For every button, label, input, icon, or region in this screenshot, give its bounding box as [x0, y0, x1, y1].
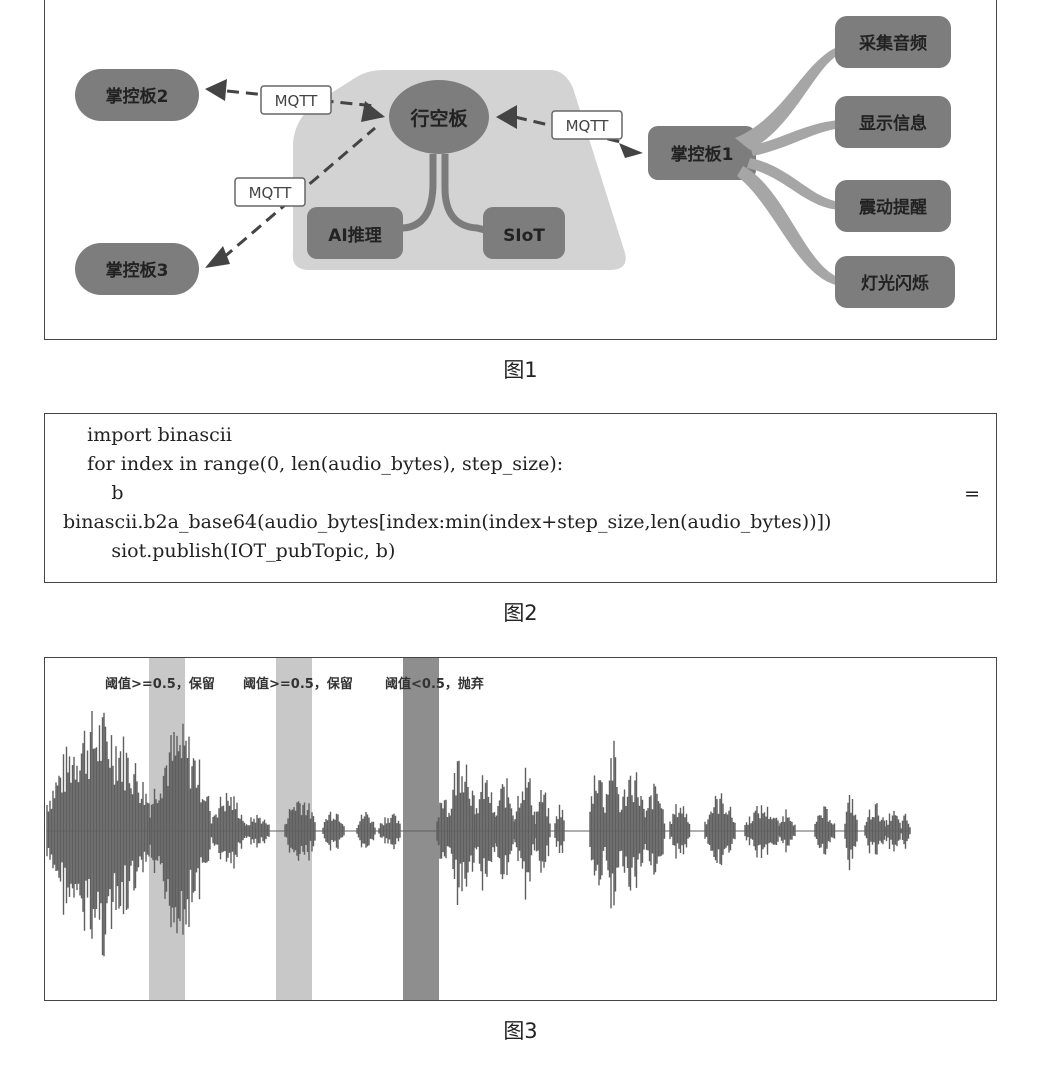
board1-node [648, 126, 756, 180]
code-line-5: siot.publish(IOT_pubTopic, b) [63, 540, 396, 562]
threshold-label-2: 阈值>=0.5，保留 [243, 676, 353, 692]
figure3-frame: 阈值>=0.5，保留 阈值>=0.5，保留 阈值<0.5，抛弃 [44, 657, 997, 1001]
figure1-frame: 行空板 AI推理 SIoT 掌控板2 掌控板3 掌控板1 采集音频 显示信息 震… [44, 0, 997, 340]
hub-label: 行空板 [409, 107, 468, 130]
mqtt-label-2: MQTT [249, 184, 293, 202]
hub-node [389, 80, 489, 154]
function-label-display-info: 显示信息 [859, 113, 927, 134]
mqtt-label-1: MQTT [275, 92, 319, 110]
figure3-caption: 图3 [503, 1019, 538, 1043]
board1-label: 掌控板1 [671, 144, 734, 165]
board1-function-branches [735, 46, 840, 286]
code-line-1: import binascii [63, 424, 232, 446]
figure1-caption: 图1 [503, 358, 538, 382]
board2-label: 掌控板2 [106, 86, 169, 107]
hub-branch-siot [441, 154, 486, 234]
code-line-3: b [63, 482, 124, 504]
function-node-light-flash [835, 256, 955, 308]
audio-waveform [46, 711, 911, 957]
hub-branch-ai [394, 154, 437, 234]
function-label-vibration: 震动提醒 [858, 198, 927, 218]
function-node-capture-audio [835, 16, 951, 68]
siot-label: SIoT [503, 226, 545, 246]
mqtt-label-box-3 [551, 110, 623, 140]
waveform-chart: 阈值>=0.5，保留 阈值>=0.5，保留 阈值<0.5，抛弃 [46, 658, 911, 1000]
arrowhead-board2 [205, 79, 227, 101]
code-line-4: binascii.b2a_base64(audio_bytes[index:mi… [63, 511, 832, 533]
figure2-code-frame: import binascii for index in range(0, le… [44, 413, 997, 583]
function-node-display-info [835, 96, 951, 148]
architecture-diagram: 行空板 AI推理 SIoT 掌控板2 掌控板3 掌控板1 采集音频 显示信息 震… [75, 16, 955, 308]
threshold-label-3: 阈值<0.5，抛弃 [385, 676, 484, 692]
discard-band [403, 658, 439, 1000]
connector-board2-hub [226, 89, 376, 108]
mqtt-label-box-1 [260, 85, 332, 115]
siot-node [483, 207, 565, 259]
function-node-vibration [835, 180, 951, 232]
mqtt-label-3: MQTT [566, 117, 610, 135]
ai-inference-label: AI推理 [328, 225, 381, 246]
connector-arrowheads [205, 79, 643, 268]
arrowhead-board3 [205, 246, 230, 268]
arrowhead-board1 [619, 143, 643, 158]
arrowhead-hub-right [496, 105, 517, 129]
waveform-trace [46, 711, 911, 957]
mqtt-label-box-2 [234, 177, 306, 207]
code-block: import binascii for index in range(0, le… [63, 424, 831, 578]
board3-label: 掌控板3 [106, 260, 169, 281]
code-line-2: for index in range(0, len(audio_bytes), … [63, 453, 564, 475]
threshold-label-1: 阈值>=0.5，保留 [105, 676, 215, 692]
figure2-caption: 图2 [503, 601, 538, 625]
ai-inference-node [307, 207, 403, 259]
board3-node [75, 243, 199, 295]
function-label-light-flash: 灯光闪烁 [861, 273, 929, 294]
function-label-capture-audio: 采集音频 [858, 33, 927, 54]
arrowhead-hub-left-top [361, 101, 385, 122]
board2-node [75, 69, 199, 121]
code-assignment-sign: = [964, 483, 980, 505]
